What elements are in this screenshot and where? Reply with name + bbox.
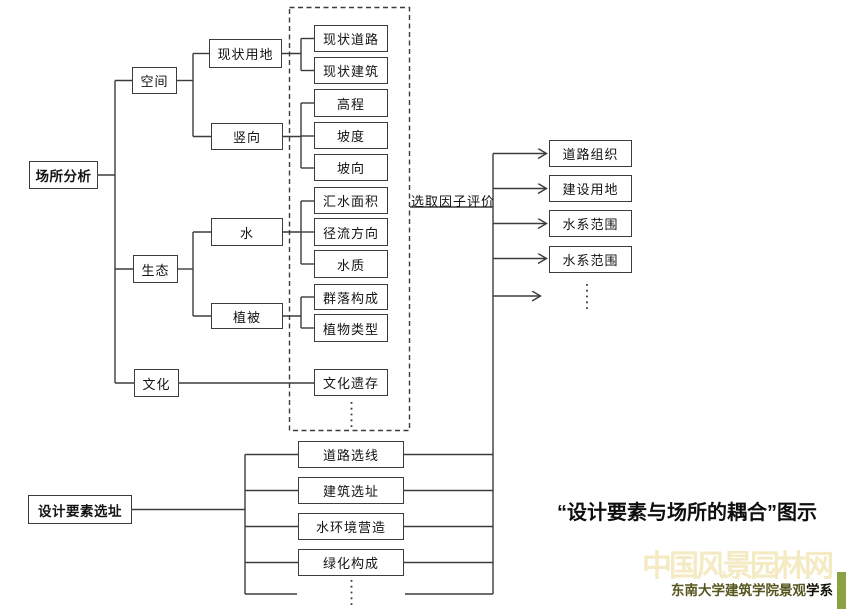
node-water-quality: 水质 [314,250,388,278]
node-water-environment: 水环境营造 [298,513,404,540]
watermark-text: 中国风景园林网 [642,550,834,583]
footer-credit: 东南大学建筑学院景观学系 [671,579,833,599]
diagram-caption: “设计要素与场所的耦合”图示 [557,502,817,524]
node-road-alignment: 道路选线 [298,441,404,468]
node-building-siting: 建筑选址 [298,477,404,504]
node-ecology: 生态 [133,255,178,283]
node-space: 空间 [132,67,177,94]
node-vertical: 竖向 [211,123,283,150]
footer-credit-bold: 学系 [806,583,833,598]
node-greening-composition: 绿化构成 [298,549,404,576]
footer-credit-prefix: 东南大学建筑学院景观 [671,583,806,598]
node-current-building: 现状建筑 [314,57,388,84]
node-water-system-range-1: 水系范围 [549,210,632,237]
output-arrows [493,154,546,297]
label-factor-evaluation: 选取因子评价 [411,194,496,209]
node-culture: 文化 [134,369,179,397]
node-slope: 坡度 [314,122,388,149]
node-vegetation: 植被 [211,303,283,329]
node-site-analysis: 场所分析 [29,161,98,189]
node-cultural-relics: 文化遗存 [314,369,388,396]
node-design-element-siting: 设计要素选址 [28,495,132,524]
factor-group-dashed-border [288,6,411,432]
tree-connectors [98,37,494,595]
node-runoff-direction: 径流方向 [314,218,388,246]
ellipsis-dots [350,284,588,606]
node-water-system-range-2: 水系范围 [549,246,632,273]
node-road-organization: 道路组织 [549,140,632,167]
node-current-landuse: 现状用地 [209,39,282,68]
node-water: 水 [211,218,283,246]
node-plant-type: 植物类型 [314,314,388,342]
node-aspect: 坡向 [314,154,388,181]
node-elevation: 高程 [314,89,388,117]
node-community-composition: 群落构成 [314,284,388,310]
node-current-road: 现状道路 [314,25,388,52]
accent-bar [837,572,846,609]
node-catchment-area: 汇水面积 [314,187,388,214]
node-construction-land: 建设用地 [549,175,632,202]
